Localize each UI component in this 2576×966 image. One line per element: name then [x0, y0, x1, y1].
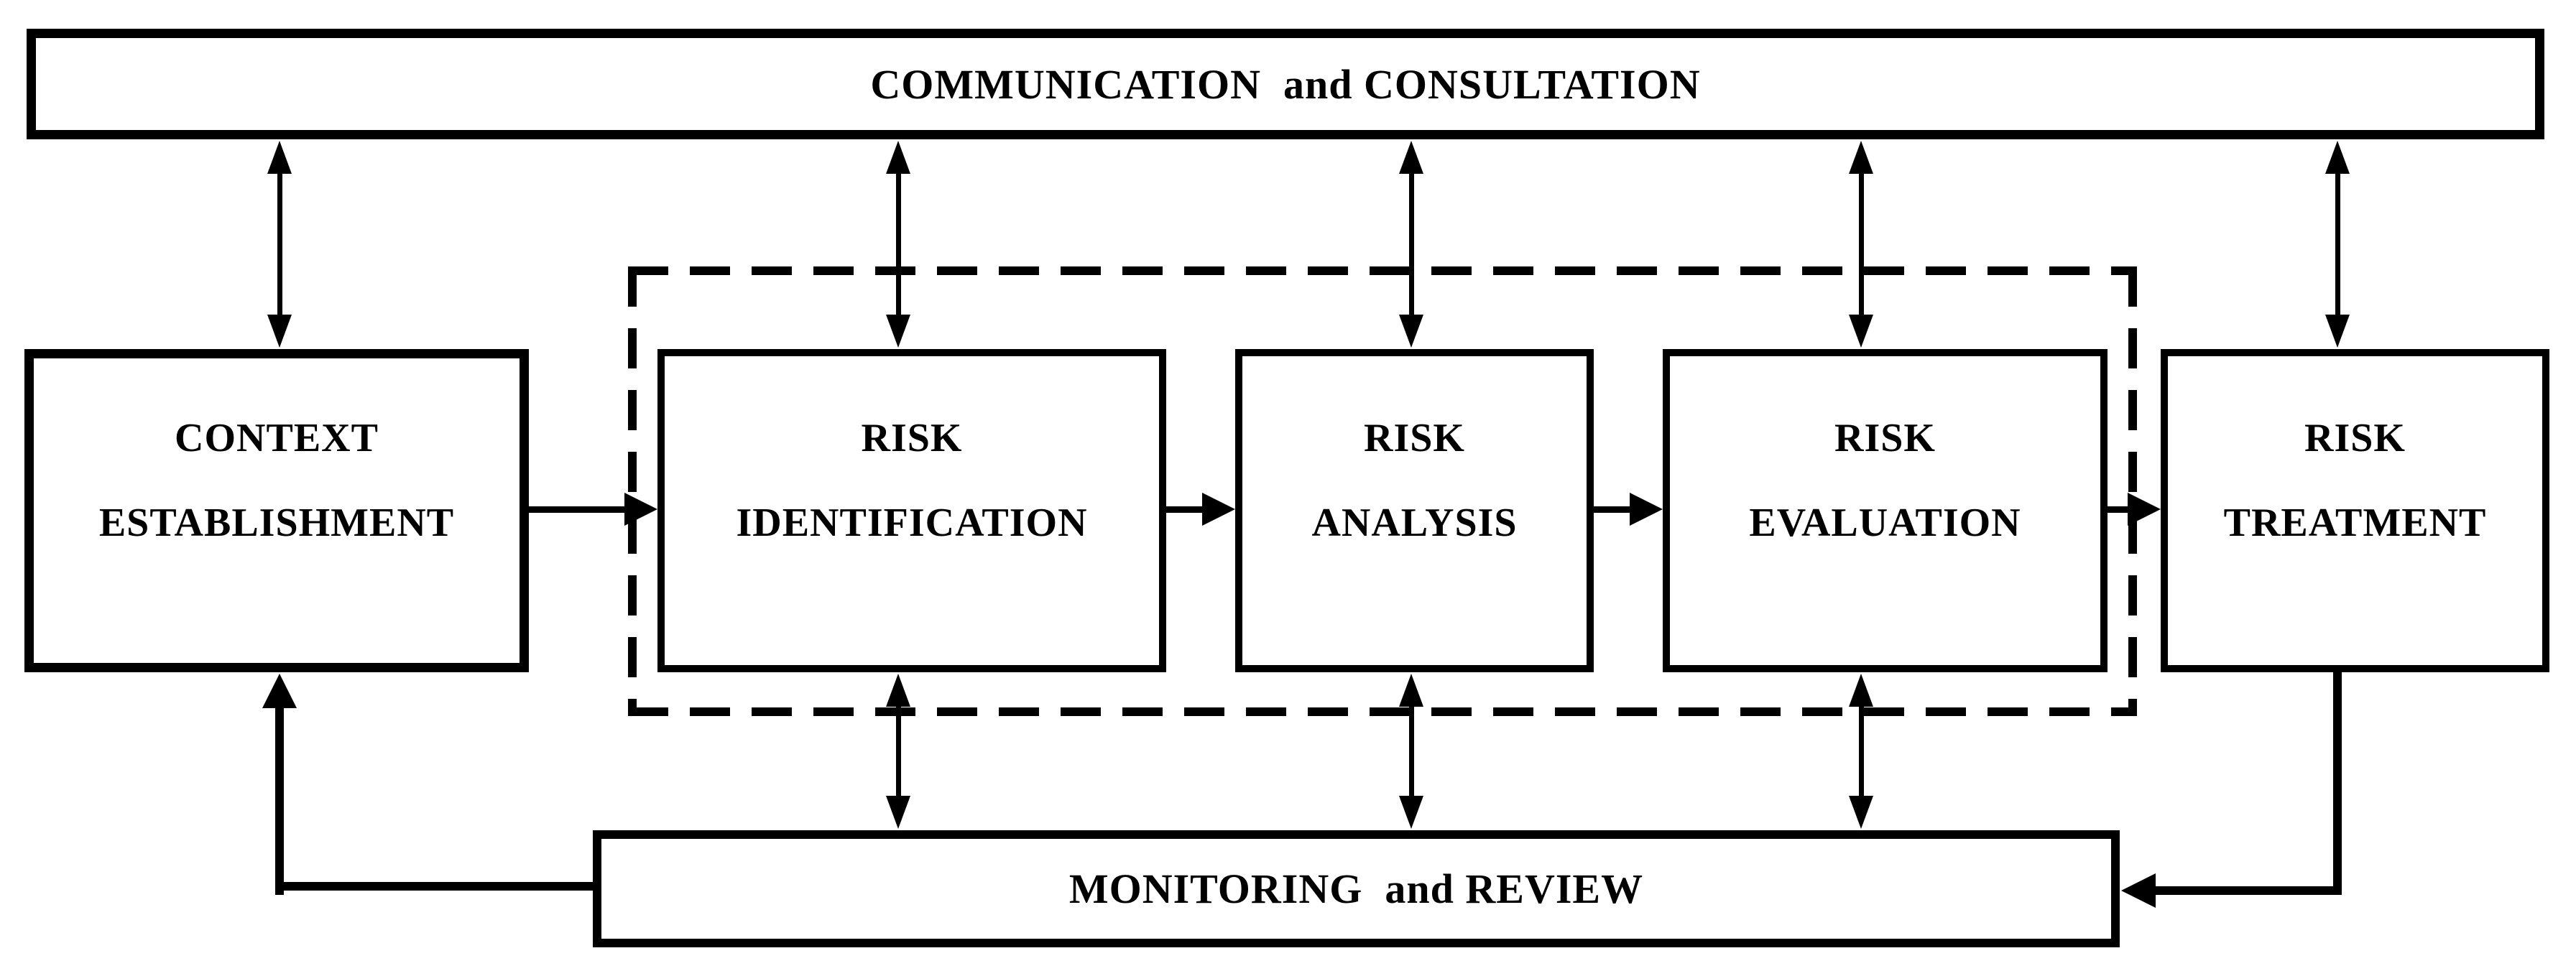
arrow-shaft	[896, 171, 901, 317]
arrow-evaluation-monitoring	[1844, 674, 1878, 829]
treatment-line1: RISK	[2304, 416, 2406, 460]
risk-assessment-dashed-border-left	[628, 266, 637, 716]
context-line1: CONTEXT	[175, 416, 379, 460]
arrow-head-down	[886, 315, 910, 348]
context-line2: ESTABLISHMENT	[98, 501, 455, 545]
arrow-shaft	[529, 506, 627, 513]
arrow-head-up	[1849, 674, 1873, 707]
arrow-head-down	[2325, 315, 2350, 348]
arrow-analysis-monitoring	[1394, 674, 1428, 829]
arrow-shaft	[1409, 704, 1414, 799]
arrow-head-left	[2121, 873, 2156, 908]
arrow-head-up	[267, 141, 292, 174]
context-establishment-label: CONTEXT ESTABLISHMENT	[99, 396, 454, 565]
arrow-head-up	[1399, 674, 1423, 707]
arrow-communication-analysis	[1394, 141, 1428, 348]
arrow-head-down	[1399, 315, 1423, 348]
arrow-communication-context	[262, 141, 297, 348]
arrow-head-up	[262, 674, 297, 708]
arrow-head-down	[1399, 796, 1423, 829]
node-risk-analysis: RISK ANALYSIS	[1235, 349, 1594, 672]
arrow-treatment-to-monitoring	[2121, 668, 2342, 908]
arrow-communication-identification	[881, 141, 915, 348]
evaluation-line1: RISK	[1834, 416, 1936, 460]
arrow-identification-monitoring	[881, 674, 915, 829]
arrow-head-down	[1849, 315, 1873, 348]
arrow-shaft	[1859, 704, 1864, 799]
analysis-line1: RISK	[1364, 416, 1465, 460]
arrow-head-right	[624, 493, 657, 526]
monitoring-review-label: MONITORING and REVIEW	[1068, 865, 1644, 912]
risk-assessment-dashed-border-right	[2128, 266, 2137, 716]
arrow-communication-treatment	[2320, 141, 2355, 348]
node-risk-evaluation: RISK EVALUATION	[1663, 349, 2108, 672]
risk-assessment-dashed-border-top	[628, 266, 2137, 275]
arrow-head-up	[886, 674, 910, 707]
arrow-identification-to-analysis	[1166, 493, 1235, 526]
analysis-line2: ANALYSIS	[1311, 501, 1518, 545]
identification-line1: RISK	[861, 416, 963, 460]
arrow-head-right	[1202, 493, 1235, 526]
arrow-monitoring-to-context	[262, 674, 594, 895]
arrow-shaft	[896, 704, 901, 799]
arrow-shaft	[1859, 171, 1864, 317]
arrow-analysis-to-evaluation	[1594, 493, 1663, 526]
arrow-shaft	[2108, 506, 2130, 513]
arrow-shaft	[277, 171, 282, 317]
arrow-shaft	[1594, 506, 1633, 513]
risk-analysis-label: RISK ANALYSIS	[1311, 396, 1517, 565]
arrow-head-right	[1630, 493, 1663, 526]
arrow-shaft	[1166, 506, 1205, 513]
arrow-evaluation-to-treatment	[2108, 493, 2161, 526]
communication-consultation-label: COMMUNICATION and CONSULTATION	[870, 60, 1701, 108]
arrow-head-down	[1849, 796, 1873, 829]
arrow-communication-evaluation	[1844, 141, 1878, 348]
arrow-context-to-identification	[529, 493, 657, 526]
arrow-head-up	[2325, 141, 2350, 174]
arrow-shaft-horizontal	[275, 882, 594, 891]
node-risk-identification: RISK IDENTIFICATION	[657, 349, 1166, 672]
arrow-head-right	[2128, 493, 2161, 526]
node-monitoring-review: MONITORING and REVIEW	[593, 830, 2120, 947]
node-communication-consultation: COMMUNICATION and CONSULTATION	[27, 29, 2544, 139]
arrow-shaft-vertical	[2333, 668, 2342, 895]
arrow-head-down	[267, 315, 292, 348]
risk-identification-label: RISK IDENTIFICATION	[736, 396, 1087, 565]
arrow-shaft	[2335, 171, 2340, 317]
risk-treatment-label: RISK TREATMENT	[2224, 396, 2487, 565]
arrow-shaft-vertical	[275, 705, 284, 895]
treatment-line2: TREATMENT	[2223, 501, 2487, 545]
arrow-head-up	[1849, 141, 1873, 174]
arrow-head-up	[886, 141, 910, 174]
risk-assessment-dashed-border-bottom	[628, 707, 2137, 716]
arrow-head-up	[1399, 141, 1423, 174]
node-context-establishment: CONTEXT ESTABLISHMENT	[24, 349, 529, 672]
identification-line2: IDENTIFICATION	[736, 501, 1088, 545]
arrow-shaft-horizontal	[2151, 886, 2342, 895]
arrow-shaft	[1409, 171, 1414, 317]
evaluation-line2: EVALUATION	[1749, 501, 2021, 545]
node-risk-treatment: RISK TREATMENT	[2161, 349, 2549, 672]
risk-evaluation-label: RISK EVALUATION	[1749, 396, 2021, 565]
arrow-head-down	[886, 796, 910, 829]
